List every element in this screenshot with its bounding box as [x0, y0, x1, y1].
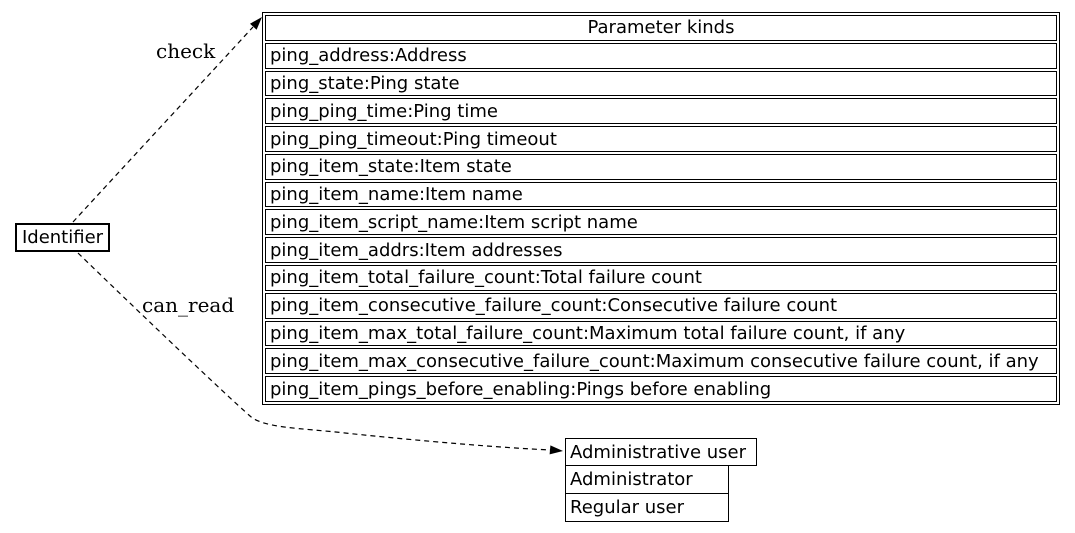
table-row: ping_item_state:Item state [265, 153, 1057, 180]
identifier-node: Identifier [15, 223, 110, 252]
check-arrowhead-icon [250, 17, 262, 30]
table-row: ping_item_total_failure_count:Total fail… [265, 265, 1057, 291]
table-row: ping_address:Address [265, 42, 1057, 69]
check-edge-line [72, 26, 254, 223]
table-row: ping_item_consecutive_failure_count:Cons… [265, 292, 1057, 319]
can-read-edge-line [77, 252, 552, 451]
can-read-arrowhead-icon [549, 445, 563, 455]
table-row: ping_item_max_consecutive_failure_count:… [265, 348, 1057, 375]
user-table-title: Administrative user [565, 438, 757, 466]
edge-label-check: check [156, 39, 216, 63]
table-row: ping_item_max_total_failure_count:Maximu… [265, 320, 1057, 347]
table-row: ping_item_addrs:Item addresses [265, 237, 1057, 264]
user-table-row: Regular user [565, 493, 729, 522]
table-row: ping_state:Ping state [265, 70, 1057, 97]
table-row: ping_ping_time:Ping time [265, 98, 1057, 125]
table-row: ping_ping_timeout:Ping timeout [265, 126, 1057, 152]
user-table-row: Administrator [565, 465, 729, 494]
parameter-kinds-table-title: Parameter kinds [265, 15, 1057, 41]
parameter-kinds-table: Parameter kinds ping_address:Address pin… [262, 12, 1060, 405]
table-row: ping_item_script_name:Item script name [265, 209, 1057, 236]
table-row: ping_item_name:Item name [265, 181, 1057, 208]
edge-label-can-read: can_read [142, 293, 235, 317]
table-row: ping_item_pings_before_enabling:Pings be… [265, 376, 1057, 402]
